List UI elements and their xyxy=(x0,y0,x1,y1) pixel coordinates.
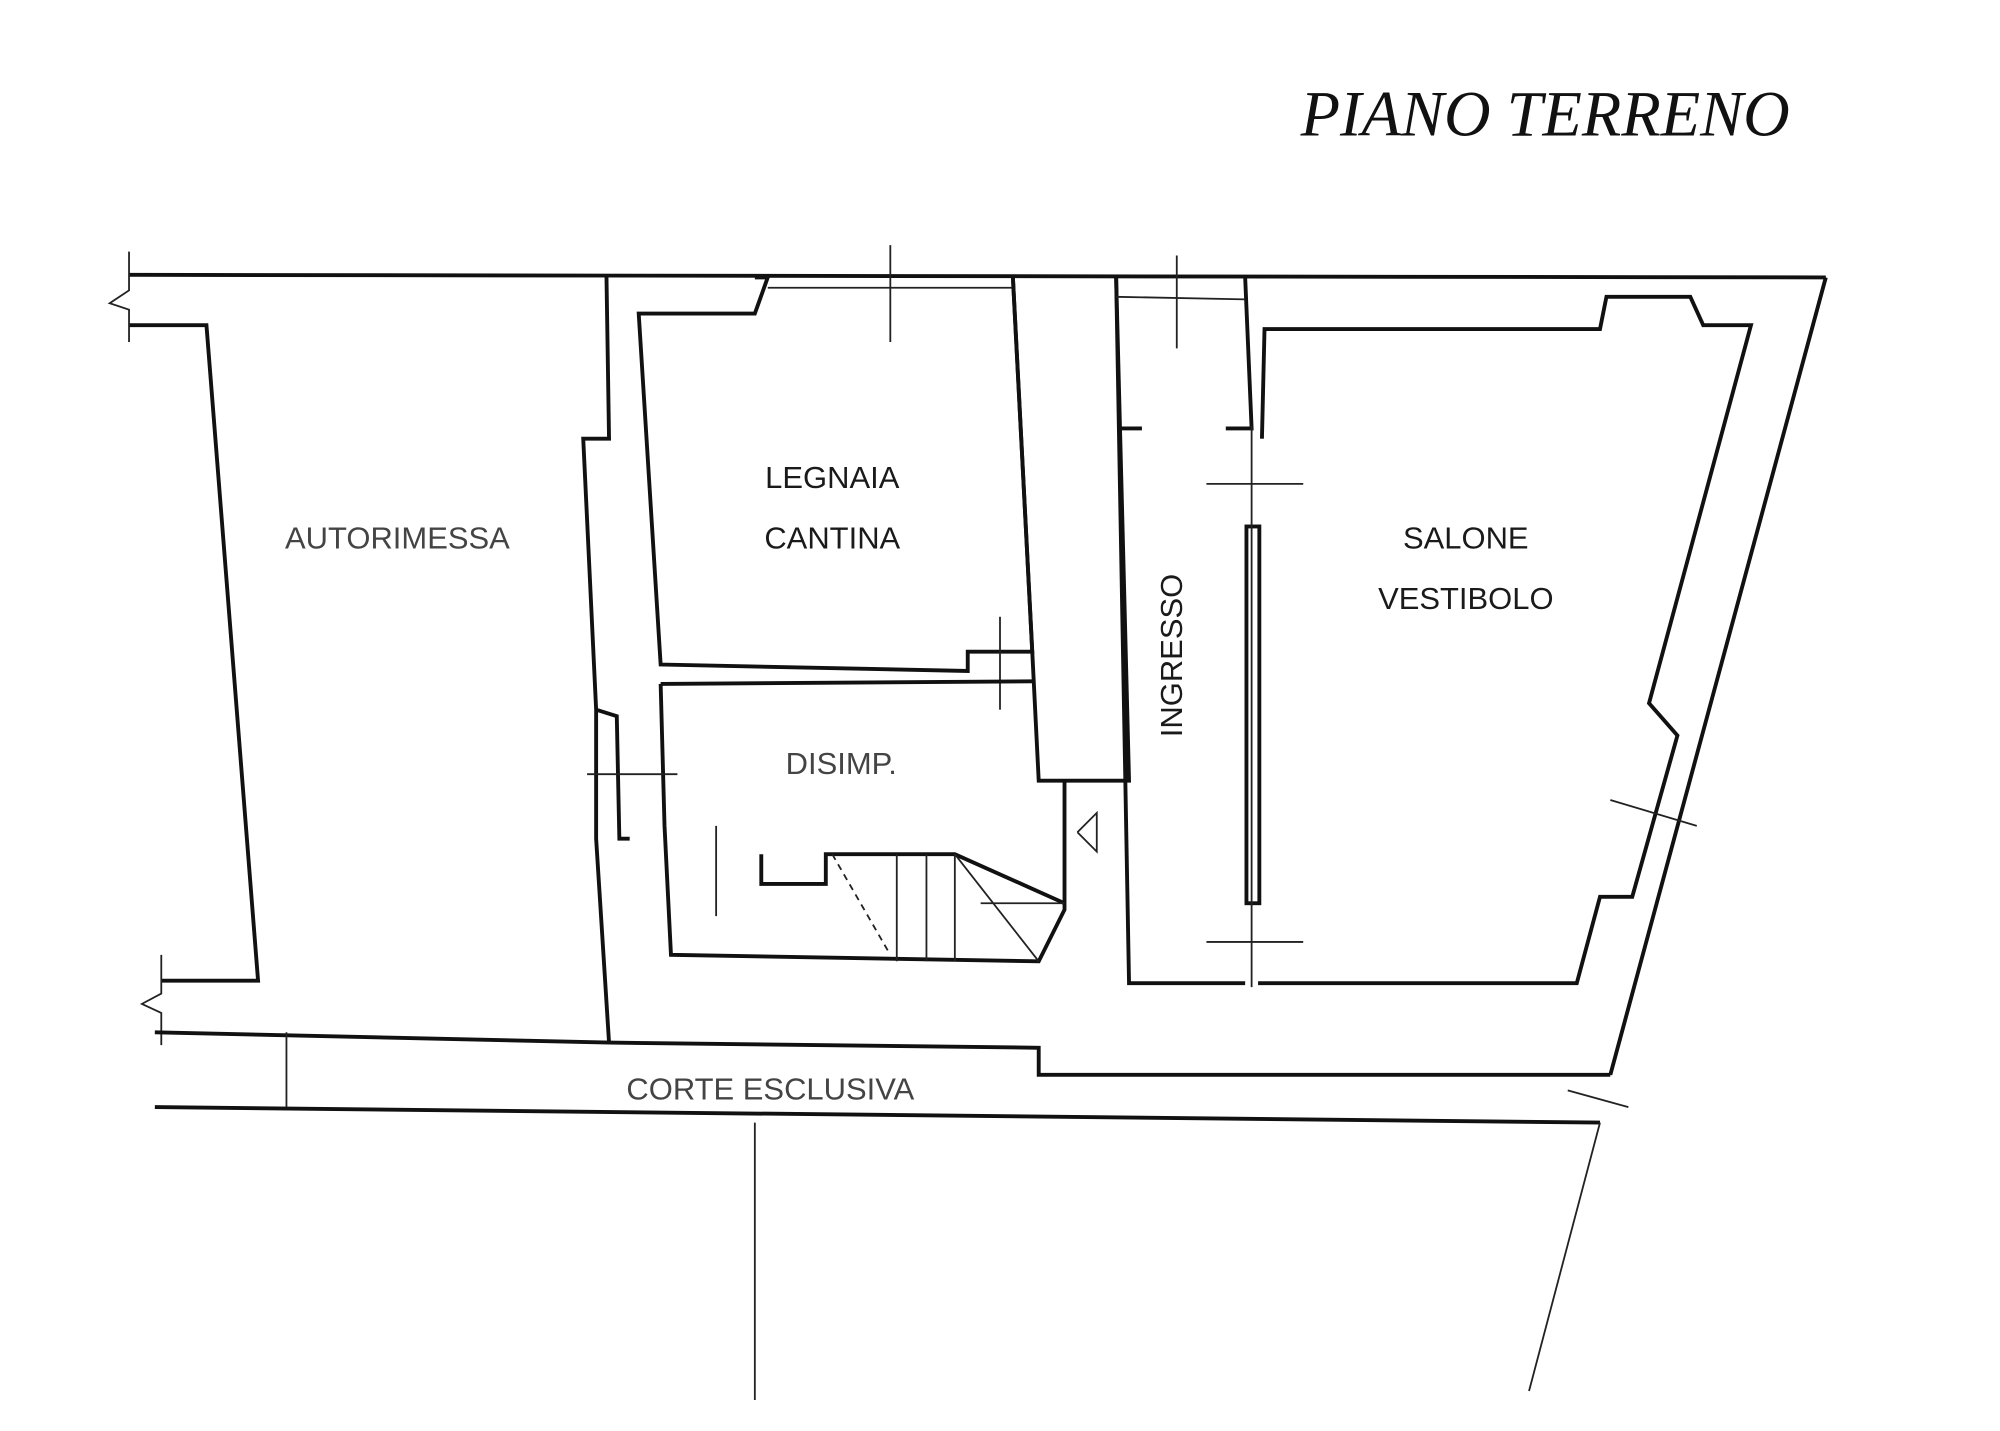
room-autorimessa: AUTORIMESSA xyxy=(285,520,510,555)
walls xyxy=(107,245,1828,1401)
room-cantina: CANTINA xyxy=(764,520,900,555)
room-disimpegno: DISIMP. xyxy=(786,746,897,781)
room-ingresso: INGRESSO xyxy=(1154,574,1189,737)
room-labels: AUTORIMESSA LEGNAIA CANTINA DISIMP. INGR… xyxy=(285,460,1553,1107)
room-salone: SALONE xyxy=(1403,520,1529,555)
plan-title: PIANO TERRENO xyxy=(1300,79,1790,150)
room-legnaia: LEGNAIA xyxy=(765,460,900,495)
room-vestibolo: VESTIBOLO xyxy=(1378,581,1553,616)
room-corte-esclusiva: CORTE ESCLUSIVA xyxy=(626,1071,914,1106)
